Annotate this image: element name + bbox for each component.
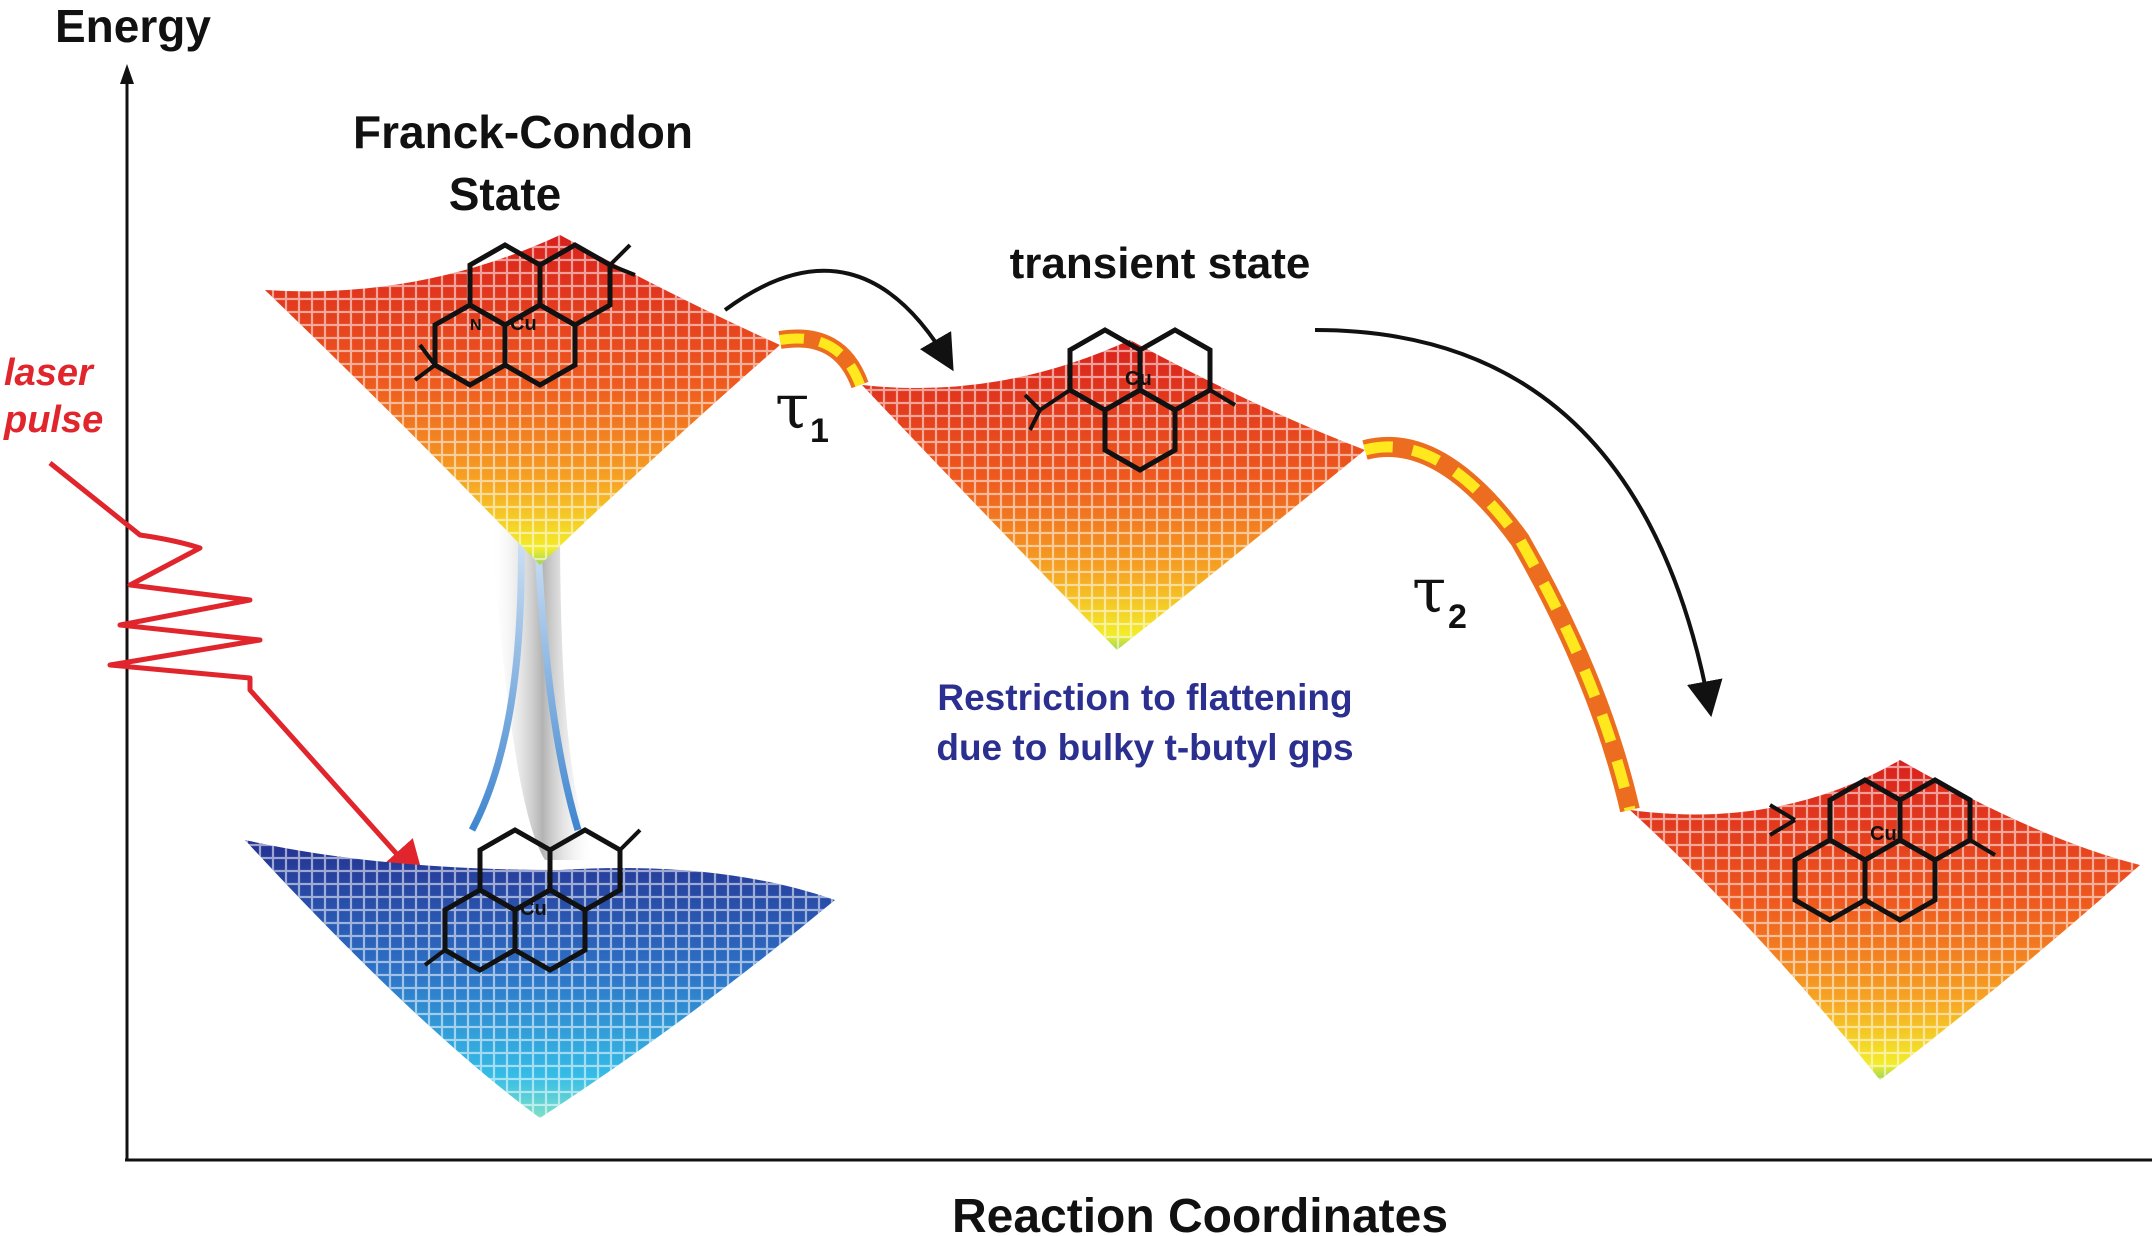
tau2-subscript: 2 bbox=[1448, 598, 1467, 636]
atom-cu: Cu bbox=[510, 313, 537, 335]
arrow-fc-to-transient bbox=[723, 268, 954, 372]
atom-n: N bbox=[470, 317, 482, 334]
laser-pulse: laser pulse bbox=[3, 352, 427, 887]
path-tau2 bbox=[1362, 436, 1640, 813]
molecule-final: Cu bbox=[1768, 777, 1997, 923]
restriction-note-line1: Restriction to flattening bbox=[937, 677, 1352, 718]
molecule-transient: Cu bbox=[1023, 327, 1237, 473]
tau1-subscript: 1 bbox=[810, 412, 829, 450]
franck-condon-label-line2: State bbox=[449, 168, 561, 220]
franck-condon-surface bbox=[265, 235, 780, 565]
x-axis-label: Reaction Coordinates bbox=[952, 1190, 1448, 1236]
molecule-fc: Cu N bbox=[413, 242, 636, 388]
transient-state-label: transient state bbox=[1010, 239, 1311, 288]
arrow-transient-to-final bbox=[1314, 328, 1723, 718]
restriction-note-line2: due to bulky t-butyl gps bbox=[936, 727, 1353, 768]
y-axis-arrowhead bbox=[120, 64, 134, 84]
y-axis-label: Energy bbox=[55, 0, 211, 52]
laser-arrow bbox=[48, 461, 427, 887]
tau2-label: τ 2 bbox=[1412, 554, 1467, 636]
laser-label-line1: laser bbox=[4, 352, 95, 394]
axes bbox=[120, 64, 2152, 1162]
atom-cu: Cu bbox=[520, 898, 547, 920]
molecule-ground: Cu bbox=[423, 827, 642, 973]
transition-arrows bbox=[723, 268, 1723, 718]
final-surface bbox=[1630, 760, 2140, 1080]
reaction-paths bbox=[778, 329, 1640, 813]
atom-cu: Cu bbox=[1870, 823, 1897, 845]
laser-label-line2: pulse bbox=[3, 399, 103, 441]
tau1-symbol: τ bbox=[775, 370, 809, 443]
franck-condon-label-line1: Franck-Condon bbox=[353, 106, 693, 158]
atom-cu: Cu bbox=[1125, 368, 1152, 390]
tau2-symbol: τ bbox=[1412, 554, 1446, 627]
ground-state-surface bbox=[245, 840, 835, 1118]
transient-surface bbox=[862, 340, 1365, 650]
tau1-label: τ 1 bbox=[775, 370, 829, 450]
